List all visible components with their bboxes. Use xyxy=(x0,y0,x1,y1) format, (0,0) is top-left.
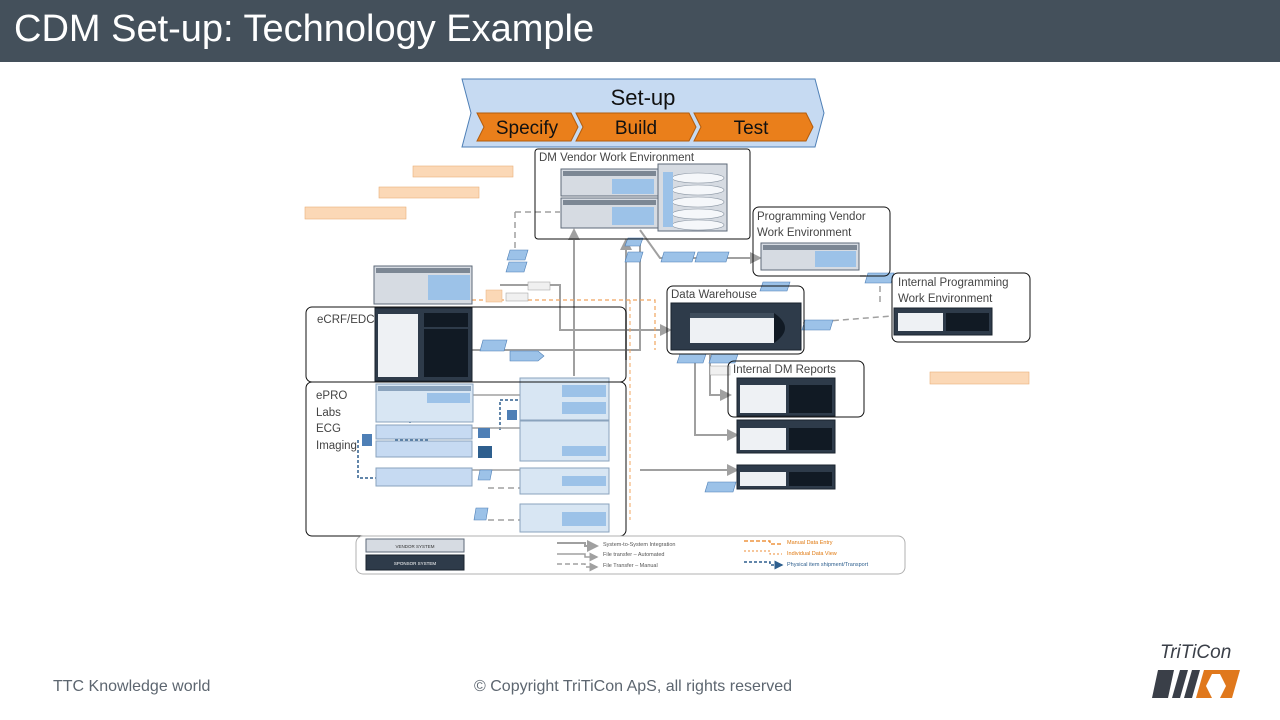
legend-individual-view: Individual Data View xyxy=(787,551,837,557)
prog-vendor-frame xyxy=(752,206,891,277)
setup-banner: Set-up Specify Build Test xyxy=(461,78,825,148)
orange-tag xyxy=(378,186,480,199)
legend-sponsor-box xyxy=(365,554,465,571)
dm-vendor-systems xyxy=(560,163,728,232)
dm-vendor-label: DM Vendor Work Environment xyxy=(539,152,695,164)
data-warehouse-system xyxy=(670,302,802,351)
triticon-logo: TriTiCon xyxy=(1140,634,1250,714)
data-source-systems xyxy=(362,377,610,533)
internal-dm-label: Internal DM Reports xyxy=(733,364,836,376)
legend-file-transfer-auto: File transfer – Automated xyxy=(603,552,664,558)
step-build xyxy=(575,112,697,142)
step-test xyxy=(693,112,814,142)
file-tag xyxy=(505,261,528,273)
file-tag xyxy=(676,353,707,364)
epro-label: ePRO xyxy=(316,390,348,402)
irt-system xyxy=(373,265,473,305)
setup-label: Set-up xyxy=(611,85,676,110)
file-tag xyxy=(624,237,644,247)
file-tag xyxy=(704,481,737,493)
file-tag xyxy=(660,251,696,263)
file-tag xyxy=(473,507,489,521)
sponsor-systems xyxy=(736,377,836,490)
internal-prog-frame xyxy=(891,272,1031,343)
internal-prog-system xyxy=(893,307,993,336)
file-tags xyxy=(473,237,895,521)
epro-group-label: ePRO Labs ECG Imaging xyxy=(316,388,357,454)
file-tag xyxy=(694,251,730,263)
file-tag xyxy=(479,339,508,352)
title-bar: CDM Set-up: Technology Example xyxy=(0,0,1280,62)
file-tag xyxy=(624,251,644,263)
data-warehouse-label: Data Warehouse xyxy=(671,289,757,301)
step-specify xyxy=(476,112,579,142)
legend-manual-entry: Manual Data Entry xyxy=(787,540,833,546)
legend-file-transfer-manual: File Transfer – Manual xyxy=(603,563,658,569)
file-tag xyxy=(509,350,545,362)
svg-text:VENDOR SYSTEM: VENDOR SYSTEM xyxy=(395,544,434,549)
step-build-label: Build xyxy=(615,118,657,139)
orange-tag xyxy=(304,206,407,220)
file-tag xyxy=(506,249,529,261)
logo-text: TriTiCon xyxy=(1160,642,1232,663)
ecg-label: ECG xyxy=(316,423,341,436)
data-warehouse-frame xyxy=(666,285,805,355)
edc-system xyxy=(374,307,473,382)
legend-vendor-box xyxy=(365,538,465,553)
labs-label: Labs xyxy=(316,406,341,419)
ecrf-label: eCRF/EDC xyxy=(317,314,375,326)
legend-physical-shipment: Physical item shipment/Transport xyxy=(787,562,869,568)
prog-vendor-label: Programming Vendor Work Environment xyxy=(757,211,866,239)
internal-prog-label: Internal Programming Work Environment xyxy=(898,277,1009,305)
imaging-label: Imaging xyxy=(316,439,357,452)
svg-text:SPONSOR SYSTEM: SPONSOR SYSTEM xyxy=(394,561,437,566)
page-title: CDM Set-up: Technology Example xyxy=(14,8,595,50)
orange-tag xyxy=(412,165,514,178)
legend: VENDOR SYSTEM SPONSOR SYSTEM System-to-S… xyxy=(355,535,906,575)
footer-copyright: © Copyright TriTiCon ApS, all rights res… xyxy=(474,678,792,695)
prog-vendor-system xyxy=(760,242,860,271)
file-tag xyxy=(477,469,493,481)
file-tag xyxy=(864,272,895,284)
legend-system-integration: System-to-System Integration xyxy=(603,542,675,548)
internal-dm-frame xyxy=(727,360,865,418)
file-tag xyxy=(801,319,834,331)
step-test-label: Test xyxy=(734,118,770,139)
dm-vendor-frame xyxy=(534,148,751,240)
step-specify-label: Specify xyxy=(496,118,559,139)
footer-left: TTC Knowledge world xyxy=(53,678,211,695)
orange-tag xyxy=(929,371,1030,385)
logo-mark xyxy=(1152,670,1240,698)
